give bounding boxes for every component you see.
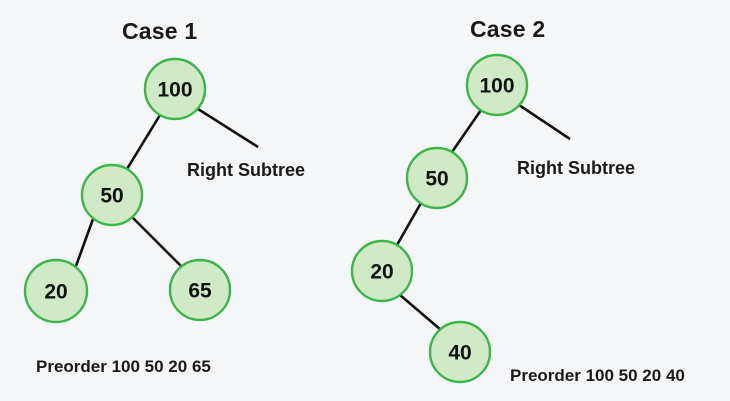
tree-node-value: 65 [188,280,212,303]
tree-node-circle [143,57,207,121]
tree-node-50[interactable]: 50 [405,146,469,210]
case-2-right-subtree-label: Right Subtree [517,158,636,178]
tree-edge-50-to-65 [132,217,183,268]
tree-node-circle [350,239,414,303]
tree-edge-50-to-20 [74,218,95,267]
case-1-preorder-label: Preorder 100 50 20 65 [36,357,211,376]
tree-node-value: 100 [157,79,192,102]
tree-node-20[interactable]: 20 [23,258,89,324]
tree-node-value: 40 [448,342,471,365]
case-2-preorder-label: Preorder 100 50 20 40 [510,366,685,385]
tree-edge-20-to-40 [399,294,442,331]
tree-edge-100-to-right-subtree [518,103,571,141]
tree-node-100[interactable]: 100 [143,57,207,121]
tree-node-50[interactable]: 50 [80,163,144,227]
tree-node-circle [465,53,529,117]
case-2-title: Case 2 [470,16,546,42]
nodes-layer: 100 50 20 65 100 50 20 40 [23,53,529,384]
tree-node-65[interactable]: 65 [168,258,232,322]
case-1-title: Case 1 [122,18,198,44]
tree-node-20[interactable]: 20 [350,239,414,303]
tree-node-circle [428,320,492,384]
tree-node-100[interactable]: 100 [465,53,529,117]
tree-edge-50-to-20 [395,202,423,246]
tree-edge-100-to-50 [450,109,483,153]
tree-node-circle [168,258,232,322]
tree-edge-100-to-right-subtree [197,107,259,149]
tree-node-circle [80,163,144,227]
tree-node-circle [405,146,469,210]
tree-node-value: 20 [370,261,393,284]
tree-node-circle [23,258,89,324]
tree-node-value: 50 [425,168,448,191]
tree-node-value: 100 [479,75,514,98]
tree-node-value: 50 [100,185,123,208]
tree-node-40[interactable]: 40 [428,320,492,384]
tree-edge-100-to-50 [125,114,162,170]
case-1-right-subtree-label: Right Subtree [187,160,306,180]
tree-node-value: 20 [44,281,67,304]
edges-layer [74,103,571,331]
